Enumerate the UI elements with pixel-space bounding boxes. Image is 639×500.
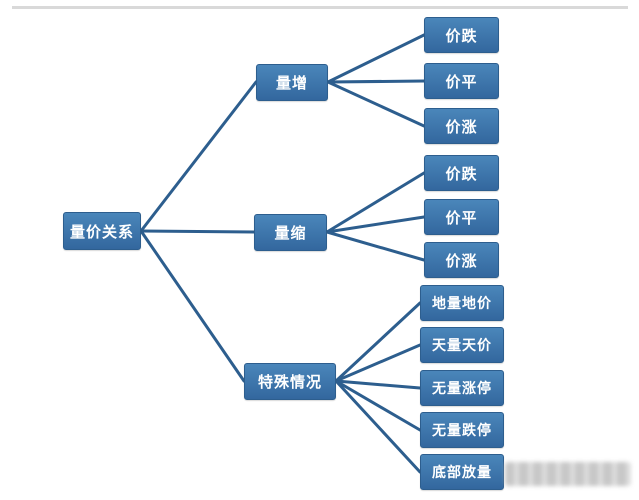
connector-branch1-leaf2 — [325, 230, 426, 262]
connector-root-branch0 — [139, 80, 258, 233]
branch-node-volume-decrease: 量缩 — [254, 214, 327, 251]
branch-node-special-cases: 特殊情况 — [244, 363, 336, 400]
connector-branch0-leaf2 — [326, 80, 426, 128]
connector-branch2-leaf0 — [334, 301, 422, 383]
branch-node-volume-increase: 量增 — [256, 64, 328, 101]
connector-branch2-leaf1 — [334, 343, 422, 383]
connector-branch1-leaf0 — [325, 171, 426, 234]
leaf-node: 价跌 — [424, 155, 499, 191]
leaf-node: 无量涨停 — [420, 370, 504, 406]
connector-branch2-leaf3 — [334, 379, 422, 432]
connector-branch2-leaf4 — [334, 379, 422, 474]
leaf-node: 底部放量 — [420, 454, 504, 490]
connector-root-branch2 — [139, 229, 246, 383]
leaf-node: 地量地价 — [420, 285, 504, 321]
connector-branch2-leaf2 — [334, 379, 422, 390]
top-divider — [12, 6, 628, 9]
leaf-node: 天量天价 — [420, 327, 504, 363]
leaf-node: 价涨 — [424, 242, 499, 278]
connector-lines — [139, 33, 426, 474]
connector-branch0-leaf0 — [326, 33, 426, 84]
leaf-node: 无量跌停 — [420, 412, 504, 448]
connector-branch1-leaf1 — [325, 215, 426, 234]
root-node: 量价关系 — [63, 212, 141, 250]
leaf-node: 价平 — [424, 199, 499, 235]
leaf-node: 价跌 — [424, 17, 499, 53]
leaf-node: 价涨 — [424, 108, 499, 144]
connector-root-branch1 — [139, 229, 256, 234]
watermark-blur — [505, 462, 631, 486]
connector-branch0-leaf1 — [326, 79, 426, 84]
leaf-node: 价平 — [424, 63, 499, 99]
